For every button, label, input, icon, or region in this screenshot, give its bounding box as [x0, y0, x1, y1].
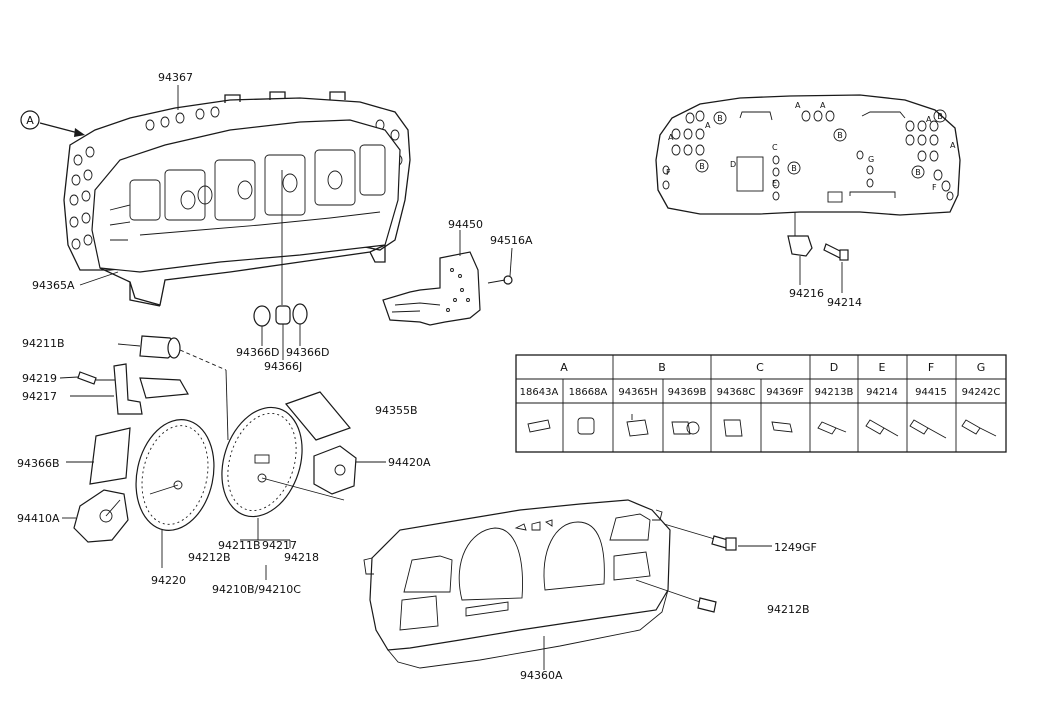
callout-a-label: A — [26, 114, 34, 127]
board-letter-f-1: F — [666, 168, 671, 177]
part-label-94360A: 94360A — [520, 669, 563, 682]
table-part-5: 94369F — [766, 387, 804, 398]
table-header-e: E — [879, 361, 886, 374]
board-marker-b-5: B — [915, 168, 921, 177]
part-label-94355B: 94355B — [375, 404, 418, 417]
part-label-94366B: 94366B — [17, 457, 60, 470]
part-label-94420A: 94420A — [388, 456, 431, 469]
plate-94366B — [66, 427, 131, 485]
part-label-94450: 94450 — [448, 218, 483, 231]
board-marker-b-4: B — [791, 164, 797, 173]
part-label-94217: 94217 — [22, 390, 57, 403]
board-letter-a-6: A — [950, 141, 956, 150]
part-label-94366D-left: 94366D — [236, 346, 279, 359]
circuit-connector-94450 — [382, 230, 481, 326]
table-part-7: 94214 — [866, 387, 898, 398]
table-part-0: 18643A — [520, 387, 559, 398]
board-letter-a-5: A — [926, 115, 932, 124]
table-part-3: 94369B — [668, 387, 707, 398]
table-header-a: A — [560, 361, 568, 374]
board-marker-b-6: B — [937, 112, 943, 121]
part-label-94219: 94219 — [22, 372, 57, 385]
plate-94355B — [284, 391, 352, 441]
part-label-94216: 94216 — [789, 287, 824, 300]
part-label-94212B: 94212B — [767, 603, 810, 616]
bracket-94217 — [70, 363, 189, 415]
screw-1249GF — [663, 523, 772, 551]
part-label-94220: 94220 — [151, 574, 186, 587]
group-label-94212B: 94212B — [188, 551, 231, 564]
part-label-94516A: 94516A — [490, 234, 533, 247]
table-part-4: 94368C — [717, 387, 756, 398]
tachometer-assembly — [221, 406, 345, 580]
bezel-94360A — [363, 499, 671, 670]
view-callout-a: A — [20, 110, 85, 137]
table-part-2: 94365H — [618, 387, 657, 398]
board-marker-b-1: B — [717, 114, 723, 123]
printed-circuit-board: B B B B B B A A A A A A C D E F F G — [655, 94, 961, 216]
board-letter-a-4: A — [820, 101, 826, 110]
board-letter-d: D — [730, 160, 736, 169]
cluster-housing-94367 — [63, 91, 411, 307]
gauge-94410A — [62, 489, 129, 543]
part-label-94366J: 94366J — [264, 360, 302, 373]
board-letter-g: G — [868, 155, 874, 164]
bulb-94212B — [635, 579, 717, 613]
part-label-94366D-right: 94366D — [286, 346, 329, 359]
part-label-94410A: 94410A — [17, 512, 60, 525]
table-part-6: 94213B — [815, 387, 854, 398]
part-label-94214: 94214 — [827, 296, 862, 309]
group-label-94210: 94210B/94210C — [212, 583, 301, 596]
part-label-94211B: 94211B — [22, 337, 65, 350]
group-label-94211B: 94211B — [218, 539, 261, 552]
board-letter-a-3: A — [795, 101, 801, 110]
table-part-9: 94242C — [962, 387, 1001, 398]
socket-94211B — [117, 335, 229, 441]
speedometer-94220 — [135, 419, 215, 568]
board-letter-c: C — [772, 143, 778, 152]
gauge-94420A — [313, 445, 386, 495]
group-label-94217: 94217 — [262, 539, 297, 552]
board-marker-b-2: B — [837, 131, 843, 140]
table-header-b: B — [658, 361, 666, 374]
board-marker-b-3: B — [699, 162, 705, 171]
bulb-screw-table: A B C D E F G 18643A 18668A 94365H 94369… — [515, 354, 1007, 453]
board-letter-e: E — [772, 179, 777, 188]
part-label-1249GF: 1249GF — [774, 541, 817, 554]
table-header-f: F — [928, 361, 934, 374]
table-part-8: 94415 — [915, 387, 947, 398]
board-letter-f-2: F — [932, 183, 937, 192]
table-header-c: C — [756, 361, 764, 374]
bracket-94216 — [787, 212, 813, 285]
table-part-1: 18668A — [569, 387, 608, 398]
group-label-94218: 94218 — [284, 551, 319, 564]
table-header-d: D — [830, 361, 838, 374]
bulb-holders — [253, 170, 308, 360]
screw-94214 — [823, 243, 849, 293]
screw-94219 — [59, 371, 116, 385]
screw-94516A — [487, 247, 513, 285]
board-letter-a-1: A — [668, 133, 674, 142]
part-label-94367: 94367 — [158, 71, 193, 84]
table-header-g: G — [977, 361, 986, 374]
part-label-94365A: 94365A — [32, 279, 75, 292]
board-letter-a-2: A — [705, 121, 711, 130]
